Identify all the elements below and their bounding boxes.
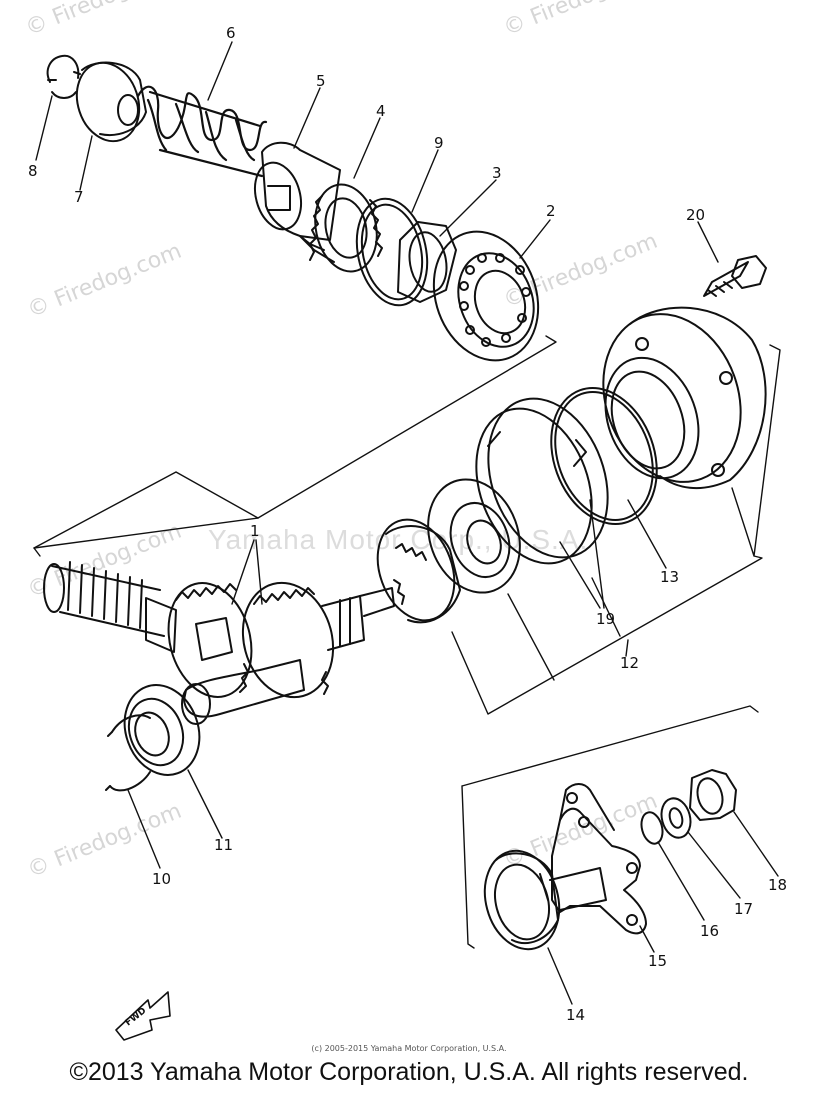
spring-part-6: [136, 85, 268, 178]
oring-part-9: [355, 197, 429, 307]
group-bracket-1: [33, 335, 557, 557]
callout-17: 17: [734, 900, 753, 918]
shim-part-19: [475, 397, 609, 565]
callout-7: 7: [74, 188, 84, 206]
callout-16: 16: [700, 922, 719, 940]
callout-6: 6: [226, 24, 236, 42]
circlip-part-8: [46, 54, 81, 99]
bolt-part-20: [703, 255, 767, 297]
callout-3: 3: [492, 164, 502, 182]
leader-lines: [35, 41, 779, 1005]
callout-8: 8: [28, 162, 38, 180]
fwd-label: FWD: [124, 1006, 149, 1028]
callout-4: 4: [376, 102, 386, 120]
callouts: 6 5 4 9 3 2 8 7 20 1 13 19 12 11 10 18 1…: [28, 24, 787, 1024]
callout-14: 14: [566, 1006, 585, 1024]
callout-12: 12: [620, 654, 639, 672]
callout-2: 2: [546, 202, 556, 220]
oring-part-13: [550, 387, 658, 525]
bearing-part-11: [123, 684, 201, 776]
flange-part-15: [539, 783, 647, 935]
callout-20: 20: [686, 206, 705, 224]
callout-5: 5: [316, 72, 326, 90]
nut-part-18: [689, 769, 737, 821]
bearing-inner: [427, 478, 521, 594]
callout-10: 10: [152, 870, 171, 888]
callout-13: 13: [660, 568, 679, 586]
watermark-main: Yamaha Motor Corp., U.S.A.: [208, 524, 589, 555]
washer-part-17: [660, 797, 692, 839]
callout-15: 15: [648, 952, 667, 970]
group-bracket-lower: [461, 705, 759, 949]
callout-9: 9: [434, 134, 444, 152]
gear-hub-part-4: [299, 183, 383, 273]
fwd-arrow-icon: FWD: [115, 991, 171, 1041]
bearing-part-2: [432, 230, 540, 362]
housing-part-12: [602, 306, 767, 490]
callout-1: 1: [250, 522, 260, 540]
gear-set-part-1: [43, 561, 395, 725]
circlip-part-10: [105, 714, 151, 792]
copyright-notice: ©2013 Yamaha Motor Corporation, U.S.A. A…: [69, 1058, 749, 1086]
callout-18: 18: [768, 876, 787, 894]
spring-seat-part-7: [75, 61, 147, 143]
splined-sleeve: [376, 518, 461, 624]
callout-11: 11: [214, 836, 233, 854]
group-bracket-12: [451, 344, 781, 715]
oring-part-16: [640, 811, 664, 845]
seal-part-14: [483, 849, 561, 951]
small-credit: (c) 2005-2015 Yamaha Motor Corporation, …: [311, 1044, 507, 1053]
callout-19: 19: [596, 610, 615, 628]
